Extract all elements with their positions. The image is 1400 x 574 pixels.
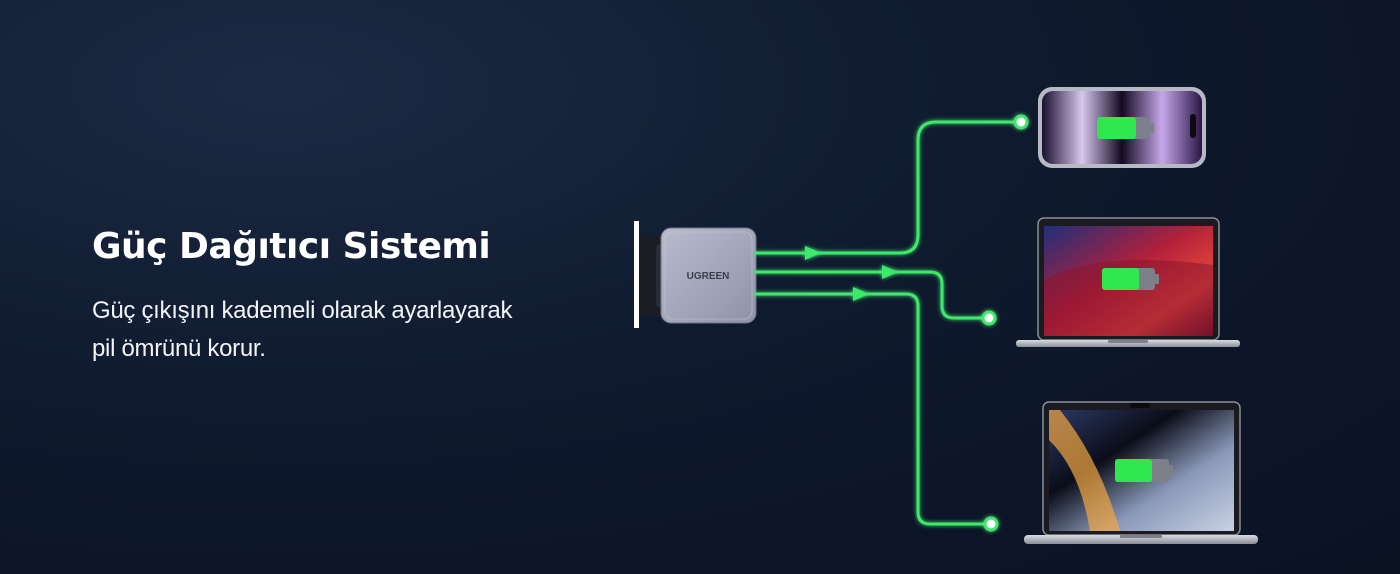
arrow-icon: [853, 287, 869, 301]
power-line-laptop-1: [754, 270, 990, 320]
laptop-icon: [1024, 401, 1258, 544]
laptop-icon: [1016, 217, 1240, 347]
arrow-icon: [882, 265, 898, 279]
endpoint-dot: [983, 516, 999, 532]
endpoints: [981, 114, 1029, 532]
endpoint-dot: [981, 310, 997, 326]
charger-brand-label: UGREEN: [687, 271, 730, 282]
charger: UGREEN: [639, 227, 757, 324]
page-title: Güç Dağıtıcı Sistemi: [92, 226, 491, 267]
power-lines: [754, 120, 1022, 526]
battery-icon: [1115, 459, 1173, 482]
description: Güç çıkışını kademeli olarak ayarlayarak…: [92, 292, 612, 368]
smartphone-icon: [1038, 87, 1206, 168]
arrow-icon: [805, 246, 821, 260]
power-line-phone: [754, 120, 1022, 255]
flow-arrows: [805, 246, 898, 301]
power-line-laptop-2: [754, 292, 992, 526]
description-line-1: Güç çıkışını kademeli olarak ayarlayarak: [92, 297, 513, 324]
wall-plate: [634, 221, 639, 328]
endpoint-dot: [1013, 114, 1029, 130]
description-line-2: pil ömrünü korur.: [92, 335, 266, 362]
battery-icon: [1102, 268, 1159, 290]
battery-icon: [1097, 117, 1154, 139]
